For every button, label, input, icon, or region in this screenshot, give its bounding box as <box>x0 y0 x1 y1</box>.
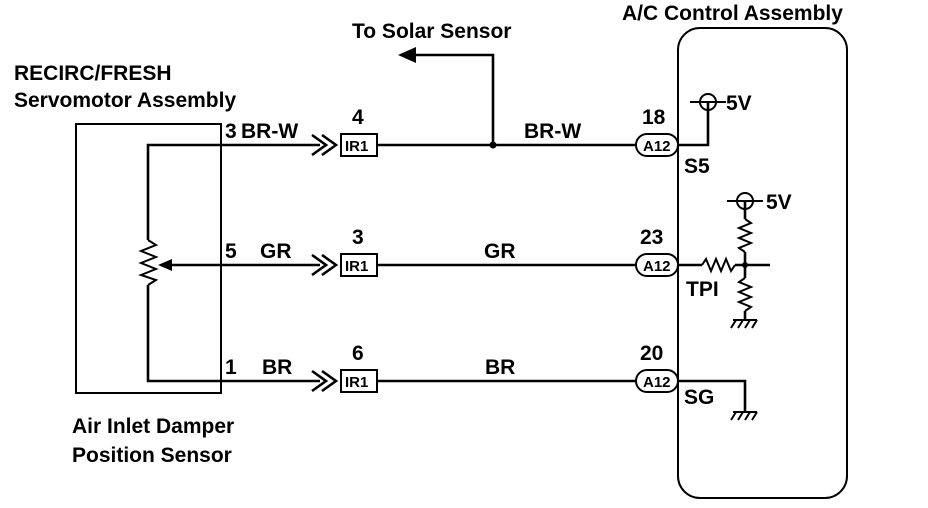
to-solar-sensor-label: To Solar Sensor <box>352 20 511 43</box>
a12-label-1: A12 <box>643 138 671 155</box>
ir1-label-2: IR1 <box>345 258 368 275</box>
wire-color-gr-left: GR <box>260 240 292 263</box>
ground-icon-tpi <box>730 319 758 329</box>
tpi-series-resistor <box>701 256 736 274</box>
ir1-label-1: IR1 <box>345 138 368 155</box>
wire-color-brw-mid: BR-W <box>524 120 581 143</box>
a12-label-3: A12 <box>643 374 671 391</box>
vref-5v-mid-label: 5V <box>766 191 792 214</box>
servo-pin-3: 3 <box>225 120 237 143</box>
a12-label-2: A12 <box>643 258 671 275</box>
servomotor-box <box>75 123 222 394</box>
pulldown-resistor <box>736 277 754 312</box>
wire-solar-branch <box>416 53 495 145</box>
sg-internal-wire <box>678 379 747 412</box>
ground-icon-sg <box>730 411 758 421</box>
wire-color-brw-left: BR-W <box>241 120 298 143</box>
terminal-sg: SG <box>684 386 714 409</box>
ir1-label-3: IR1 <box>345 374 368 391</box>
s5-internal-wire <box>678 102 710 147</box>
servo-pin-5: 5 <box>225 240 237 263</box>
connector-chevron-2b <box>321 253 339 277</box>
ir1-pin-6: 6 <box>352 342 364 365</box>
servo-title-line2: Servomotor Assembly <box>14 89 236 112</box>
solar-arrow-icon <box>398 47 416 63</box>
sensor-internal-bottom <box>146 285 221 383</box>
connector-chevron-3b <box>321 369 339 393</box>
connector-chevron-1b <box>321 133 339 157</box>
terminal-tpi: TPI <box>686 278 719 301</box>
sensor-title-line1: Air Inlet Damper <box>72 415 234 438</box>
wiper-arrow-icon <box>158 259 172 271</box>
ac-control-title: A/C Control Assembly <box>622 2 843 25</box>
connector-chevron-2 <box>311 253 329 277</box>
ac-control-box <box>677 27 848 499</box>
pullup-resistor <box>736 218 754 253</box>
servo-title-line1: RECIRC/FRESH <box>14 62 172 85</box>
wire-color-br-mid: BR <box>485 356 515 379</box>
ac-pin-20: 20 <box>640 342 663 365</box>
sensor-title-line2: Position Sensor <box>72 444 232 467</box>
wire-color-br-left: BR <box>262 356 292 379</box>
wire-color-gr-mid: GR <box>484 240 516 263</box>
ac-pin-23: 23 <box>640 226 663 249</box>
servo-pin-1: 1 <box>225 356 237 379</box>
connector-chevron-1 <box>311 133 329 157</box>
sensor-internal-top <box>146 143 221 240</box>
ir1-pin-4: 4 <box>352 106 364 129</box>
terminal-s5: S5 <box>684 155 710 178</box>
ac-pin-18: 18 <box>642 106 666 129</box>
connector-chevron-3 <box>311 369 329 393</box>
potentiometer-resistor <box>138 239 159 286</box>
ir1-pin-3: 3 <box>352 226 364 249</box>
vref-5v-top-label: 5V <box>726 92 752 115</box>
